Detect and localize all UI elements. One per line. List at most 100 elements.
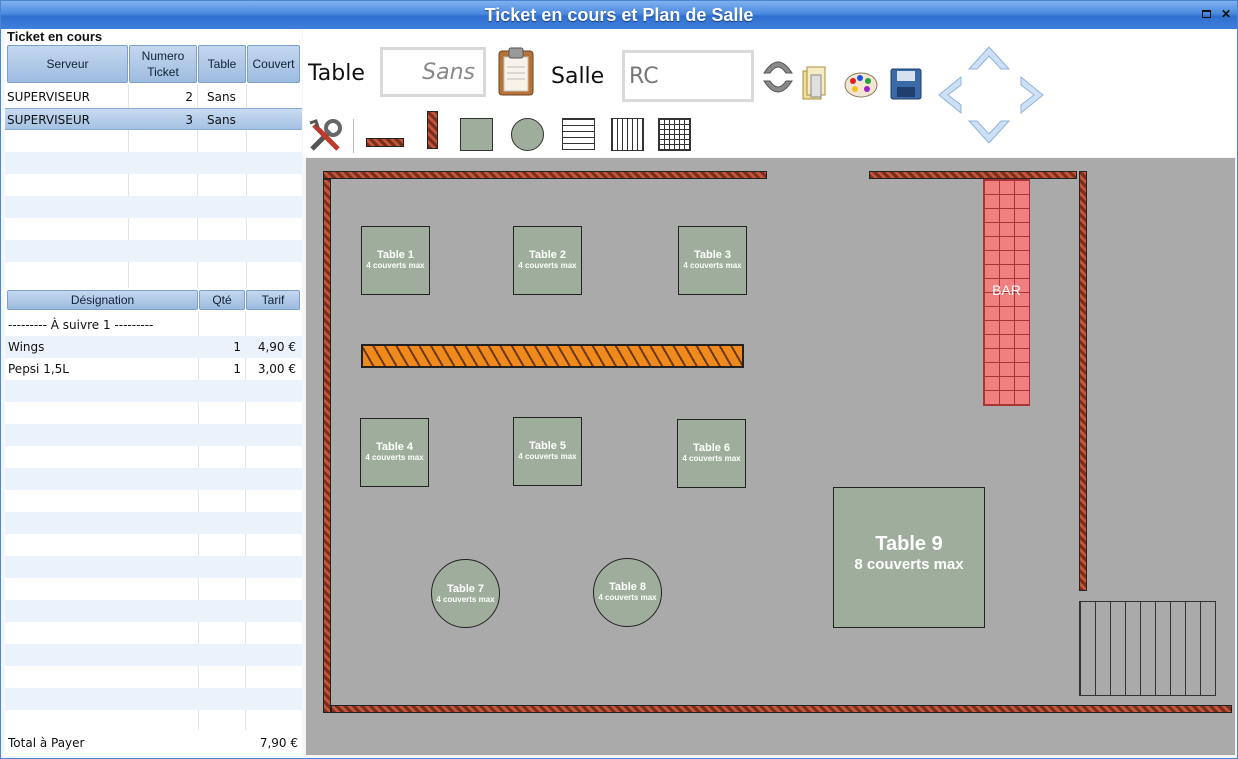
table-capacity: 4 couverts max	[518, 261, 577, 270]
vertical-lines-icon[interactable]	[611, 118, 644, 151]
table-field[interactable]: Sans	[380, 47, 486, 97]
item-designation: --------- À suivre 1 ---------	[8, 318, 154, 332]
square-table-icon[interactable]	[460, 118, 493, 151]
table-capacity: 4 couverts max	[366, 261, 425, 270]
ticket-row[interactable]: SUPERVISEUR 2 Sans	[5, 86, 302, 108]
column-header-table[interactable]: Table	[198, 45, 246, 83]
table-capacity: 4 couverts max	[365, 453, 424, 462]
column-header-qte[interactable]: Qté	[199, 290, 245, 310]
ticket-row-selected[interactable]: SUPERVISEUR 3 Sans	[5, 108, 302, 130]
table-capacity: 4 couverts max	[683, 261, 742, 270]
arrow-left-icon[interactable]	[938, 75, 962, 115]
items-grid: Désignation Qté Tarif --------- À suivre…	[5, 290, 302, 730]
clipboard-icon[interactable]	[496, 47, 536, 97]
ticket-numero: 2	[185, 90, 193, 104]
stairs[interactable]	[1079, 601, 1216, 696]
table-field-value: Sans	[422, 60, 475, 85]
empty-row	[5, 152, 302, 174]
column-header-designation[interactable]: Désignation	[7, 290, 198, 310]
column-header-couvert[interactable]: Couvert	[247, 45, 300, 83]
ticket-couvert	[248, 109, 298, 131]
refresh-icon[interactable]	[760, 53, 796, 101]
table-6[interactable]: Table 6 4 couverts max	[677, 419, 746, 488]
empty-row	[5, 196, 302, 218]
ticket-couvert	[248, 86, 298, 108]
wall-horizontal-icon[interactable]	[366, 138, 404, 147]
tools-icon[interactable]	[306, 117, 344, 155]
total-value: 7,90 €	[259, 736, 298, 750]
table-4[interactable]: Table 4 4 couverts max	[360, 418, 429, 487]
horizontal-lines-icon[interactable]	[562, 118, 595, 150]
table-name: Table 6	[692, 442, 731, 454]
column-header-serveur[interactable]: Serveur	[7, 45, 128, 83]
table-2[interactable]: Table 2 4 couverts max	[513, 226, 582, 295]
ticket-table: Sans	[207, 113, 236, 127]
table-capacity: 4 couverts max	[518, 452, 577, 461]
ticket-serveur: SUPERVISEUR	[7, 113, 90, 127]
window-title: Ticket en cours et Plan de Salle	[484, 5, 754, 25]
close-button[interactable]: ✕	[1219, 7, 1233, 21]
grid-icon[interactable]	[658, 118, 691, 151]
arrow-up-icon[interactable]	[967, 46, 1011, 70]
total-label: Total à Payer	[8, 736, 85, 750]
arrow-down-icon[interactable]	[967, 120, 1011, 144]
column-header-tarif[interactable]: Tarif	[246, 290, 300, 310]
salle-field-value: RC	[629, 64, 659, 89]
ticket-serveur: SUPERVISEUR	[7, 90, 90, 104]
table-name: Table 4	[375, 441, 414, 453]
item-tarif: 3,00 €	[257, 362, 296, 376]
table-name: Table 2	[528, 249, 567, 261]
title-bar: Ticket en cours et Plan de Salle ✕	[1, 1, 1237, 29]
table-7[interactable]: Table 7 4 couverts max	[431, 559, 500, 628]
wall[interactable]	[331, 705, 1232, 713]
wall-vertical-icon[interactable]	[427, 111, 438, 149]
round-table-icon[interactable]	[511, 118, 544, 151]
wall[interactable]	[323, 171, 767, 179]
table-3[interactable]: Table 3 4 couverts max	[678, 226, 747, 295]
column-header-numero-ticket[interactable]: Numero Ticket	[129, 45, 197, 83]
table-name: Table 8	[608, 581, 647, 593]
service-counter[interactable]	[361, 344, 744, 368]
ticket-section-title: Ticket en cours	[7, 29, 103, 44]
plan-toolbar: Table Sans Salle RC	[303, 29, 1237, 157]
item-row[interactable]: --------- À suivre 1 ---------	[5, 314, 302, 336]
tickets-grid: Serveur Numero Ticket Table Couvert SUPE…	[5, 45, 302, 288]
table-name: Table 7	[446, 583, 485, 595]
wall[interactable]	[1079, 171, 1087, 591]
wall[interactable]	[323, 179, 331, 713]
table-9[interactable]: Table 9 8 couverts max	[833, 487, 985, 628]
ticket-panel: Ticket en cours Serveur Numero Ticket Ta…	[5, 29, 302, 756]
item-qte: 1	[233, 340, 241, 354]
floor-plan[interactable]: BAR Table 1 4 couverts max Table 2 4 cou…	[306, 158, 1235, 755]
item-tarif: 4,90 €	[257, 340, 296, 354]
palette-icon[interactable]	[843, 69, 879, 101]
maximize-button[interactable]	[1199, 7, 1213, 21]
item-tarif	[246, 314, 296, 336]
table-name: Table 3	[693, 249, 732, 261]
table-capacity: 4 couverts max	[682, 454, 741, 463]
save-icon[interactable]	[889, 67, 923, 101]
table-8[interactable]: Table 8 4 couverts max	[593, 558, 662, 627]
item-qte: 1	[233, 362, 241, 376]
ticket-numero: 3	[185, 113, 193, 127]
wall[interactable]	[869, 171, 1077, 179]
item-row[interactable]: Pepsi 1,5L 1 3,00 €	[5, 358, 302, 380]
salle-field[interactable]: RC	[622, 50, 754, 102]
ticket-table: Sans	[207, 90, 236, 104]
table-capacity: 4 couverts max	[436, 595, 495, 604]
folder-icon[interactable]	[799, 65, 829, 103]
table-name: Table 5	[528, 440, 567, 452]
maximize-icon	[1201, 10, 1211, 18]
navigation-arrows	[938, 46, 1044, 144]
item-row[interactable]: Wings 1 4,90 €	[5, 336, 302, 358]
table-capacity: 8 couverts max	[854, 556, 964, 573]
table-1[interactable]: Table 1 4 couverts max	[361, 226, 430, 295]
salle-label: Salle	[551, 64, 605, 89]
bar-counter[interactable]: BAR	[983, 179, 1030, 406]
close-icon: ✕	[1220, 7, 1232, 21]
table-5[interactable]: Table 5 4 couverts max	[513, 417, 582, 486]
bar-label: BAR	[992, 282, 1021, 298]
item-designation: Wings	[8, 340, 45, 354]
arrow-right-icon[interactable]	[1020, 75, 1044, 115]
